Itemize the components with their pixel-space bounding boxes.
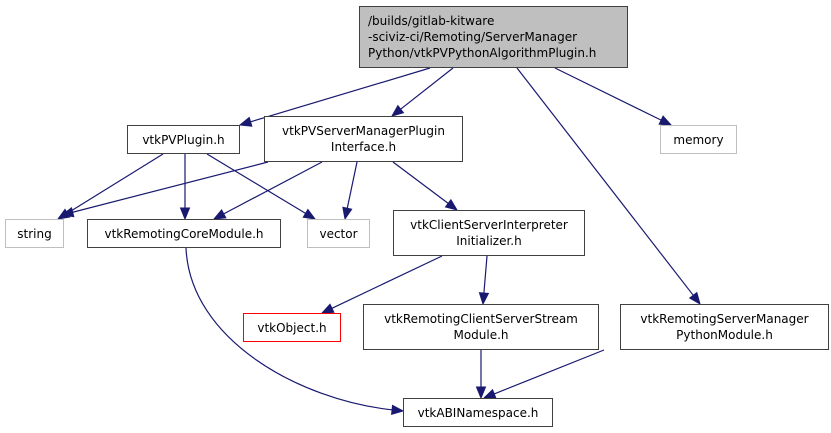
edge-root-to-memory	[554, 67, 662, 121]
node-label: vtkRemotingClientServerStream	[384, 312, 578, 326]
edge-vtkRSMPythonModule-to-vtkABINamespace-arrowhead	[482, 388, 497, 399]
edge-vtkPVSMPluginInterface-to-string-arrowhead	[60, 207, 75, 218]
node-label: vtkPVServerManagerPlugin	[282, 124, 445, 138]
node-label: string	[17, 226, 52, 241]
node-label: vector	[319, 226, 358, 241]
node-label: vtkClientServerInterpreter	[410, 218, 568, 232]
edge-root-to-vtkPVSMPluginInterface	[400, 67, 454, 110]
edge-vtkPVSMPluginInterface-to-vector	[346, 161, 358, 209]
node-label: vtkRemotingCoreModule.h	[104, 226, 264, 241]
edge-vtkRemotingCoreModule-to-vtkABINamespace-arrowhead	[391, 404, 405, 415]
node-vtkPVPlugin[interactable]: vtkPVPlugin.h	[127, 125, 240, 154]
edge-root-to-vtkRSMPythonModule	[516, 67, 694, 296]
edge-vtkPVSMPluginInterface-to-vector-arrowhead	[342, 206, 353, 221]
edge-vtkRemotingCoreModule-to-vtkABINamespace	[185, 247, 393, 411]
edge-vtkCSInterpInit-to-vtkRCSStreamModule	[483, 255, 488, 294]
edge-vtkPVSMPluginInterface-to-vtkCSInterpInit-arrowhead	[444, 198, 459, 211]
edge-vtkPVPlugin-to-string	[67, 153, 164, 214]
edge-root-to-vtkPVPlugin	[250, 67, 431, 123]
node-memory: memory	[660, 125, 737, 154]
node-vtkABINamespace[interactable]: vtkABINamespace.h	[403, 398, 553, 427]
edge-vtkCSInterpInit-to-vtkObject-arrowhead	[320, 303, 335, 314]
node-label: /builds/gitlab-kitware	[368, 14, 495, 28]
edge-vtkPVPlugin-to-vector	[206, 153, 306, 214]
node-label: PythonModule.h	[676, 328, 773, 342]
node-label: vtkRemotingServerManager	[640, 312, 809, 326]
node-label: Python/vtkPVPythonAlgorithmPlugin.h	[368, 46, 597, 60]
node-label: Module.h	[453, 328, 509, 342]
node-label: Interface.h	[330, 140, 397, 154]
node-vector: vector	[307, 219, 370, 248]
edge-vtkCSInterpInit-to-vtkObject	[331, 255, 443, 309]
node-label: memory	[673, 132, 724, 147]
edge-vtkCSInterpInit-to-vtkRCSStreamModule-arrowhead	[478, 292, 490, 306]
node-label: vtkObject.h	[257, 320, 327, 335]
node-vtkRemotingCoreModule[interactable]: vtkRemotingCoreModule.h	[87, 219, 281, 248]
edge-vtkRCSStreamModule-to-vtkABINamespace-arrowhead	[475, 386, 487, 400]
edge-vtkPVPlugin-to-vector-arrowhead	[302, 208, 317, 220]
edge-root-to-vtkPVSMPluginInterface-arrowhead	[390, 104, 405, 117]
node-label: vtkPVPlugin.h	[142, 132, 225, 147]
node-label: Initializer.h	[456, 234, 522, 248]
edge-vtkRSMPythonModule-to-vtkABINamespace	[493, 349, 605, 395]
edge-vtkPVPlugin-to-vtkRemotingCoreModule-arrowhead	[179, 207, 191, 221]
node-label: -sciviz-ci/Remoting/ServerManager	[368, 30, 578, 44]
edge-vtkPVSMPluginInterface-to-vtkRemotingCoreModule	[223, 161, 323, 215]
edge-root-to-vtkRSMPythonModule-arrowhead	[688, 291, 701, 306]
node-vtkObject: vtkObject.h	[243, 313, 341, 342]
edge-vtkPVSMPluginInterface-to-vtkCSInterpInit	[392, 161, 449, 204]
edge-vtkPVSMPluginInterface-to-vtkRemotingCoreModule-arrowhead	[212, 208, 227, 220]
node-root: /builds/gitlab-kitware -sciviz-ci/Remotin…	[359, 6, 628, 68]
edge-vtkPVSMPluginInterface-to-string	[72, 161, 269, 213]
edge-root-to-vtkPVPlugin-arrowhead	[238, 116, 253, 127]
node-string: string	[5, 219, 64, 248]
node-label: vtkABINamespace.h	[417, 405, 539, 420]
